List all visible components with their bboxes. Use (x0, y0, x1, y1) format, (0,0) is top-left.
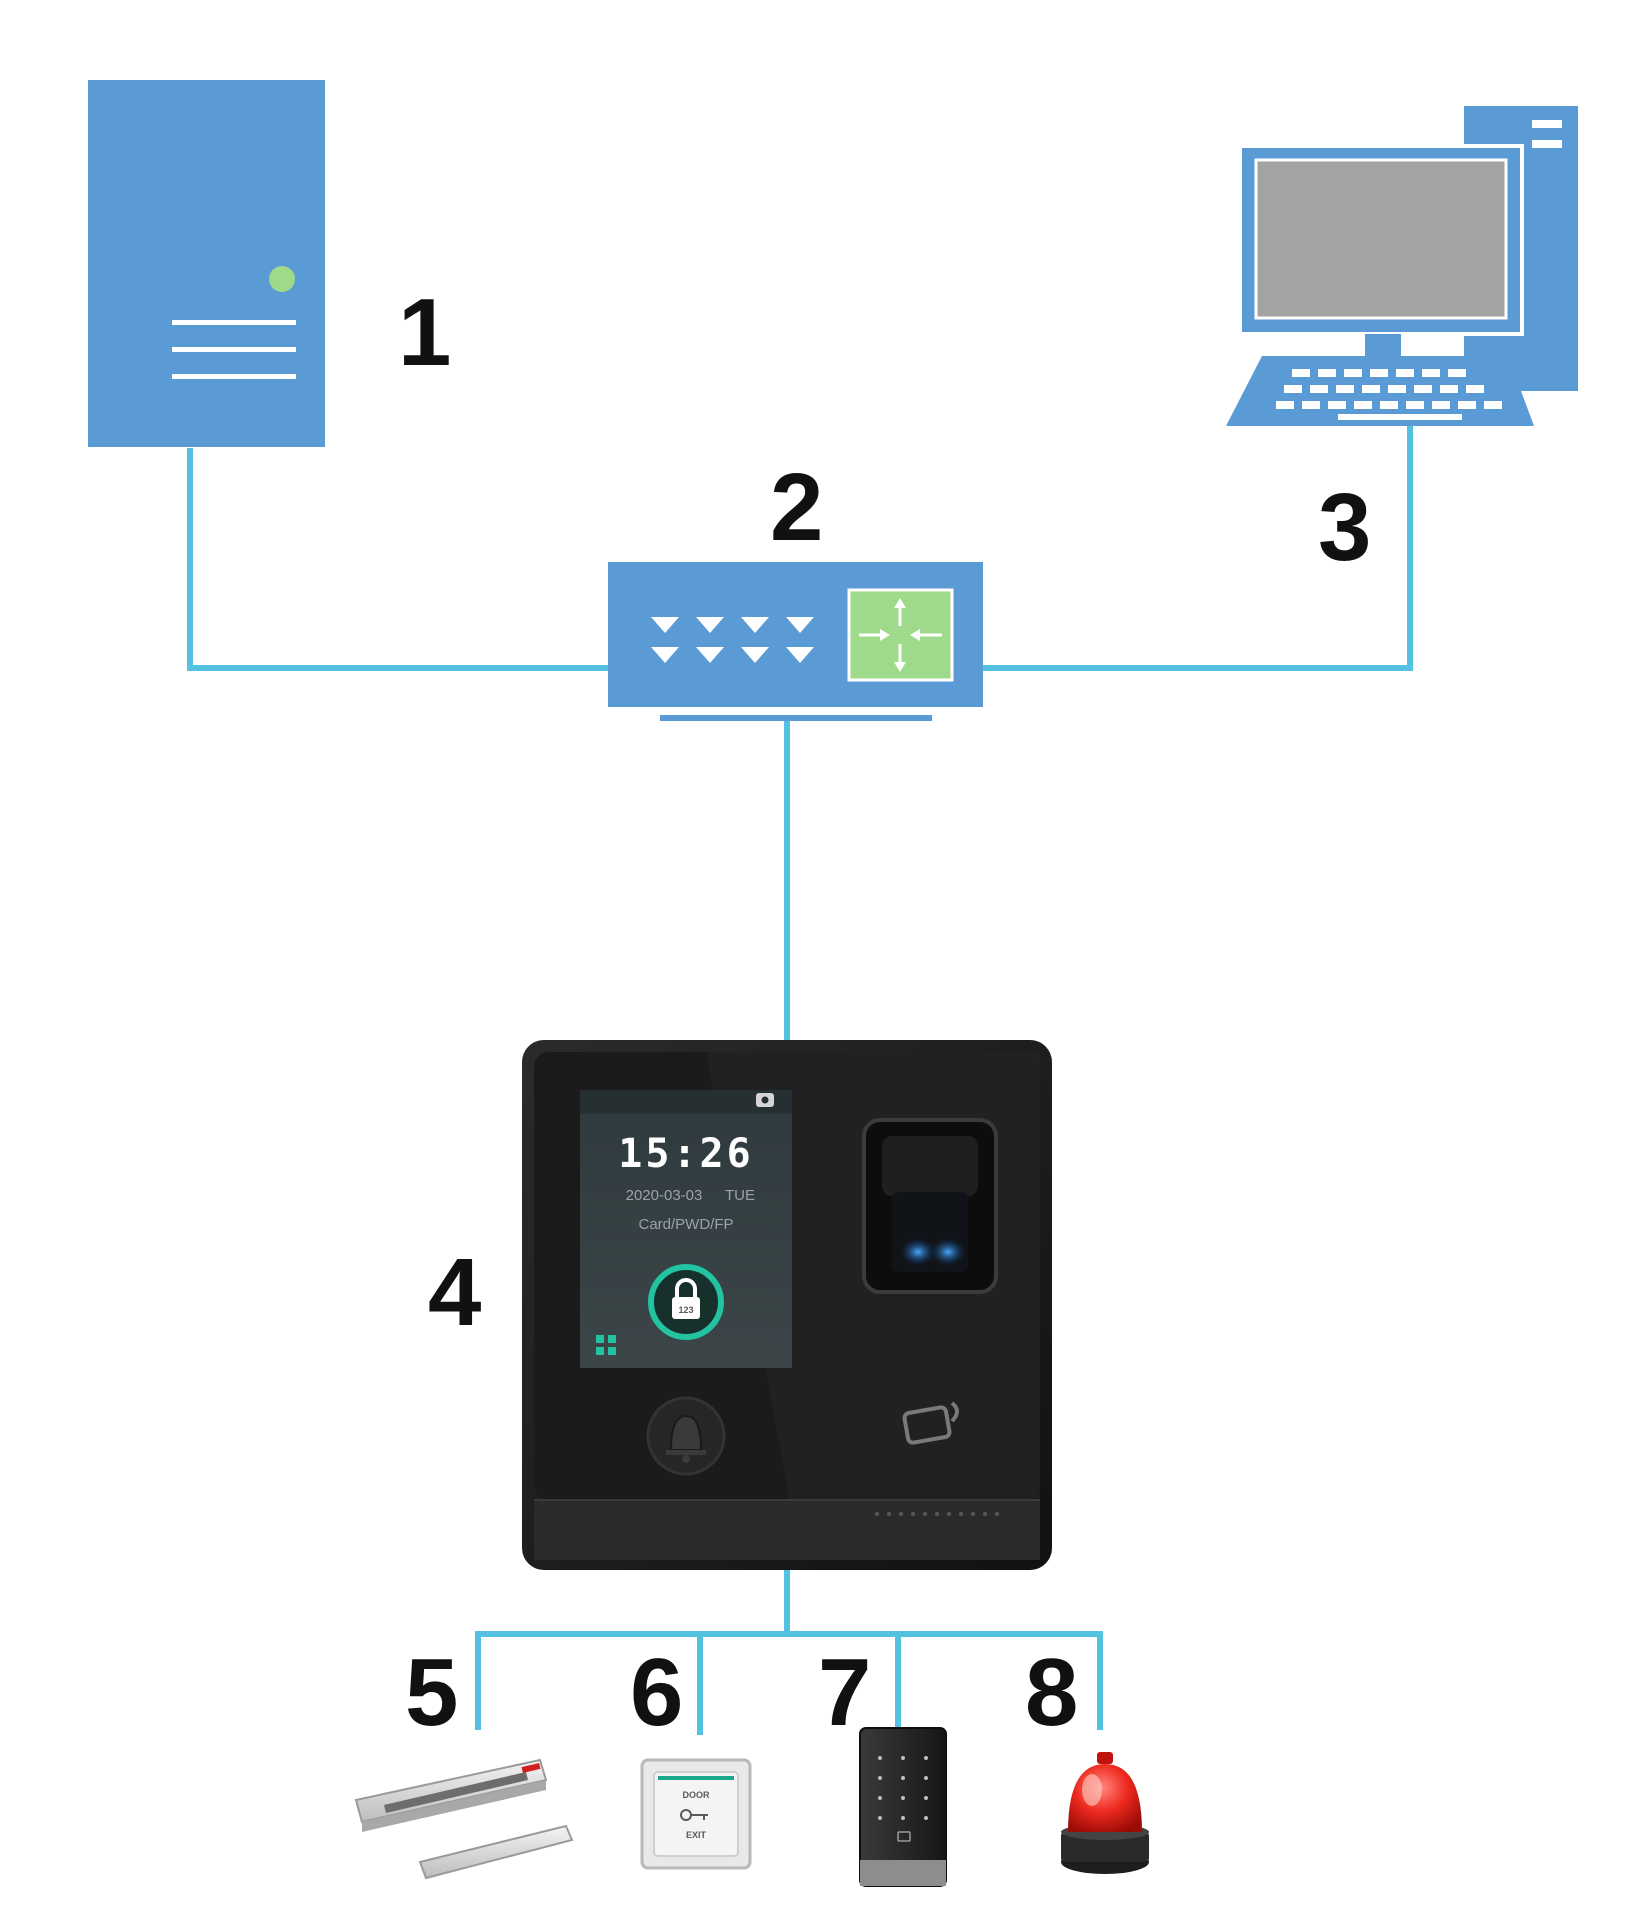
terminal-time: 15:26 (618, 1131, 753, 1177)
unlock-button[interactable]: 123 (648, 1264, 724, 1340)
electromagnetic-lock-icon (354, 1758, 574, 1880)
label-number-5: 5 (405, 1639, 458, 1746)
terminal-date: 2020-03-03 (626, 1187, 703, 1204)
link-computer-switch (980, 424, 1413, 671)
fingerprint-sensor-icon (862, 1118, 998, 1294)
door-exit-button-icon: DOOR EXIT (640, 1758, 752, 1870)
label-number-2: 2 (770, 454, 823, 561)
card-reader-keypad-icon (859, 1727, 947, 1887)
connection-lines (187, 424, 1413, 1735)
label-number-6: 6 (630, 1639, 683, 1746)
desktop-computer-icon (1226, 106, 1578, 426)
network-switch-icon (608, 562, 983, 721)
link-peripheral-bus (475, 1631, 1103, 1730)
label-number-3: 3 (1318, 474, 1371, 581)
terminal-weekday: TUE (725, 1187, 755, 1204)
access-control-terminal-icon: 15:26 2020-03-03 TUE Card/PWD/FP 123 (522, 1040, 1052, 1570)
exit-button-line1: DOOR (683, 1790, 711, 1800)
doorbell-button[interactable] (646, 1396, 726, 1476)
card-tap-icon (902, 1401, 959, 1445)
qr-code-icon (596, 1335, 616, 1355)
alarm-beacon-icon (1061, 1752, 1149, 1874)
link-server-switch (187, 448, 610, 671)
label-number-7: 7 (818, 1639, 871, 1746)
lock-badge: 123 (678, 1305, 693, 1315)
label-number-1: 1 (398, 279, 451, 386)
camera-icon (756, 1093, 774, 1107)
key-icon (680, 1809, 708, 1821)
terminal-unlock-modes: Card/PWD/FP (638, 1216, 733, 1233)
server-icon (88, 80, 325, 447)
label-number-8: 8 (1025, 1639, 1078, 1746)
label-number-4: 4 (428, 1239, 481, 1346)
exit-button-line2: EXIT (686, 1830, 707, 1840)
